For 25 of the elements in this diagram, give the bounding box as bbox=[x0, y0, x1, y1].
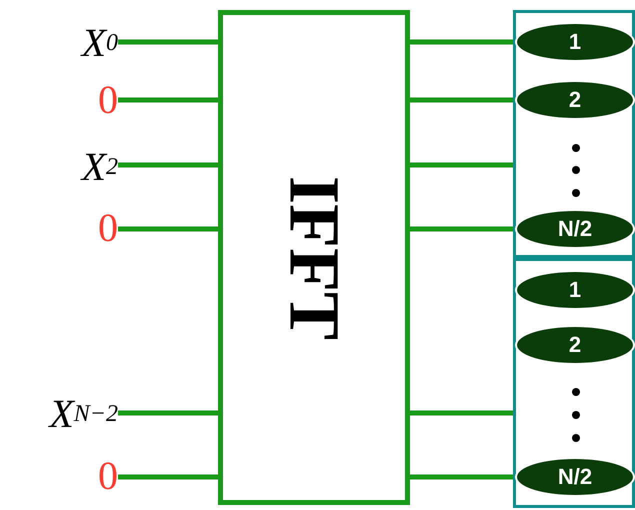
connector-line bbox=[118, 474, 218, 480]
zero-input-label: 0 bbox=[10, 78, 118, 122]
output-group-box bbox=[513, 10, 635, 258]
output-oval: N/2 bbox=[515, 209, 635, 249]
connector-line bbox=[118, 226, 218, 232]
connector-line bbox=[410, 474, 515, 480]
block-title: IFFT bbox=[274, 176, 356, 340]
output-oval: N/2 bbox=[515, 457, 635, 497]
connector-line bbox=[410, 98, 515, 102]
connector-line bbox=[118, 98, 218, 102]
connector-line bbox=[410, 226, 515, 232]
connector-line bbox=[118, 162, 218, 168]
output-oval: 2 bbox=[515, 80, 635, 120]
connector-line bbox=[410, 40, 515, 44]
zero-input-label: 0 bbox=[10, 206, 118, 250]
connector-line bbox=[118, 410, 218, 416]
output-group-box bbox=[513, 258, 635, 508]
output-oval: 1 bbox=[515, 270, 635, 310]
connector-line bbox=[410, 410, 513, 416]
connector-line bbox=[118, 40, 218, 44]
output-oval: 1 bbox=[515, 22, 635, 62]
output-oval: 2 bbox=[515, 325, 635, 365]
zero-input-label: 0 bbox=[10, 454, 118, 498]
ifft-block bbox=[218, 10, 410, 505]
connector-line bbox=[410, 162, 513, 168]
